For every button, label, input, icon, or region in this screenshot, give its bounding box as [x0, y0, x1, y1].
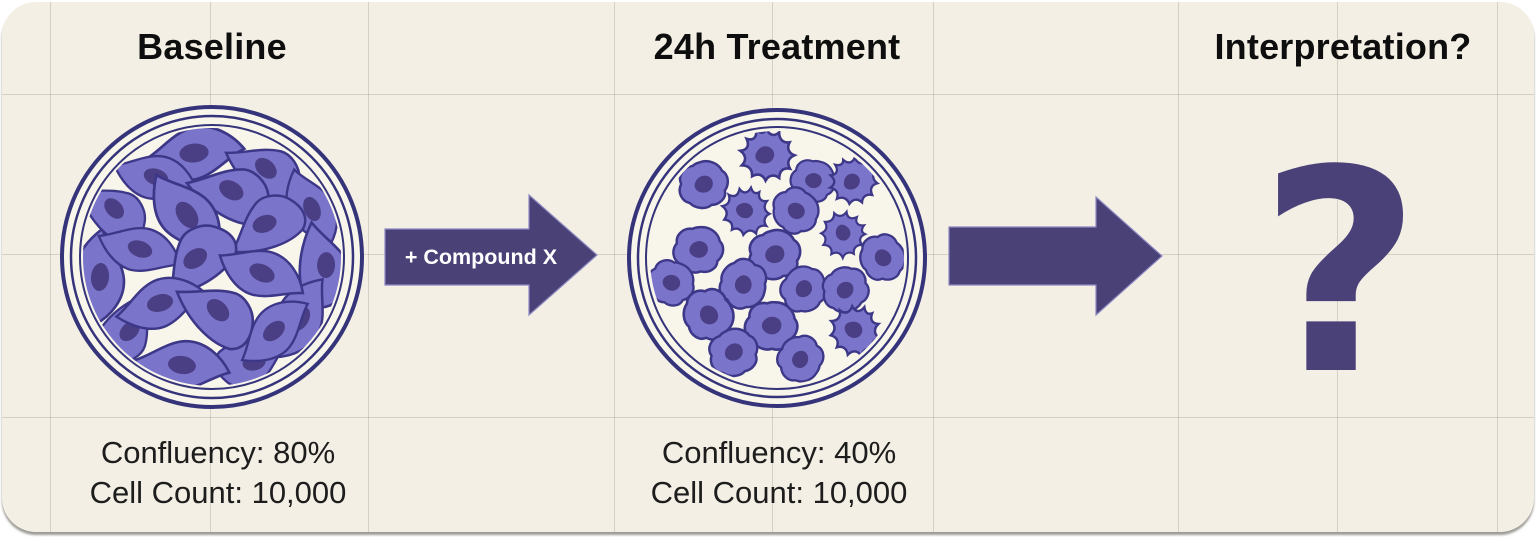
compound-arrow-label: + Compound X: [404, 245, 558, 269]
grid-line-vertical: [1178, 2, 1179, 532]
treatment-stats: Confluency: 40% Cell Count: 10,000: [579, 433, 979, 513]
grid-line-horizontal: [2, 417, 1534, 418]
grid-line-vertical: [1497, 2, 1498, 532]
grid-line-vertical: [614, 2, 615, 532]
grid-line-vertical: [1337, 2, 1338, 532]
compound-arrow-icon: [384, 193, 598, 317]
grid-line-horizontal: [2, 94, 1534, 95]
grid-line-vertical: [368, 2, 369, 532]
treatment-confluency-text: Confluency: 40%: [661, 435, 897, 470]
interpretation-title: Interpretation?: [1214, 26, 1472, 67]
baseline-title: Baseline: [137, 26, 287, 67]
baseline-petri-dish-icon: [60, 105, 364, 409]
treatment-title: 24h Treatment: [653, 26, 901, 67]
dish-rings: [627, 108, 927, 408]
grid-line-vertical: [50, 2, 51, 532]
dish-rings: [60, 105, 364, 409]
treatment-cell-count-text: Cell Count: 10,000: [650, 475, 908, 510]
baseline-confluency-text: Confluency: 80%: [100, 435, 336, 470]
treatment-petri-dish-icon: [627, 108, 927, 408]
baseline-cell-count-text: Cell Count: 10,000: [89, 475, 347, 510]
result-arrow-icon: [948, 195, 1163, 317]
baseline-stats: Confluency: 80% Cell Count: 10,000: [18, 433, 418, 513]
question-mark-icon: ?: [1258, 111, 1422, 437]
grid-line-vertical: [933, 2, 934, 532]
diagram-card: Baseline 24h Treatment Interpretation?: [2, 2, 1534, 532]
